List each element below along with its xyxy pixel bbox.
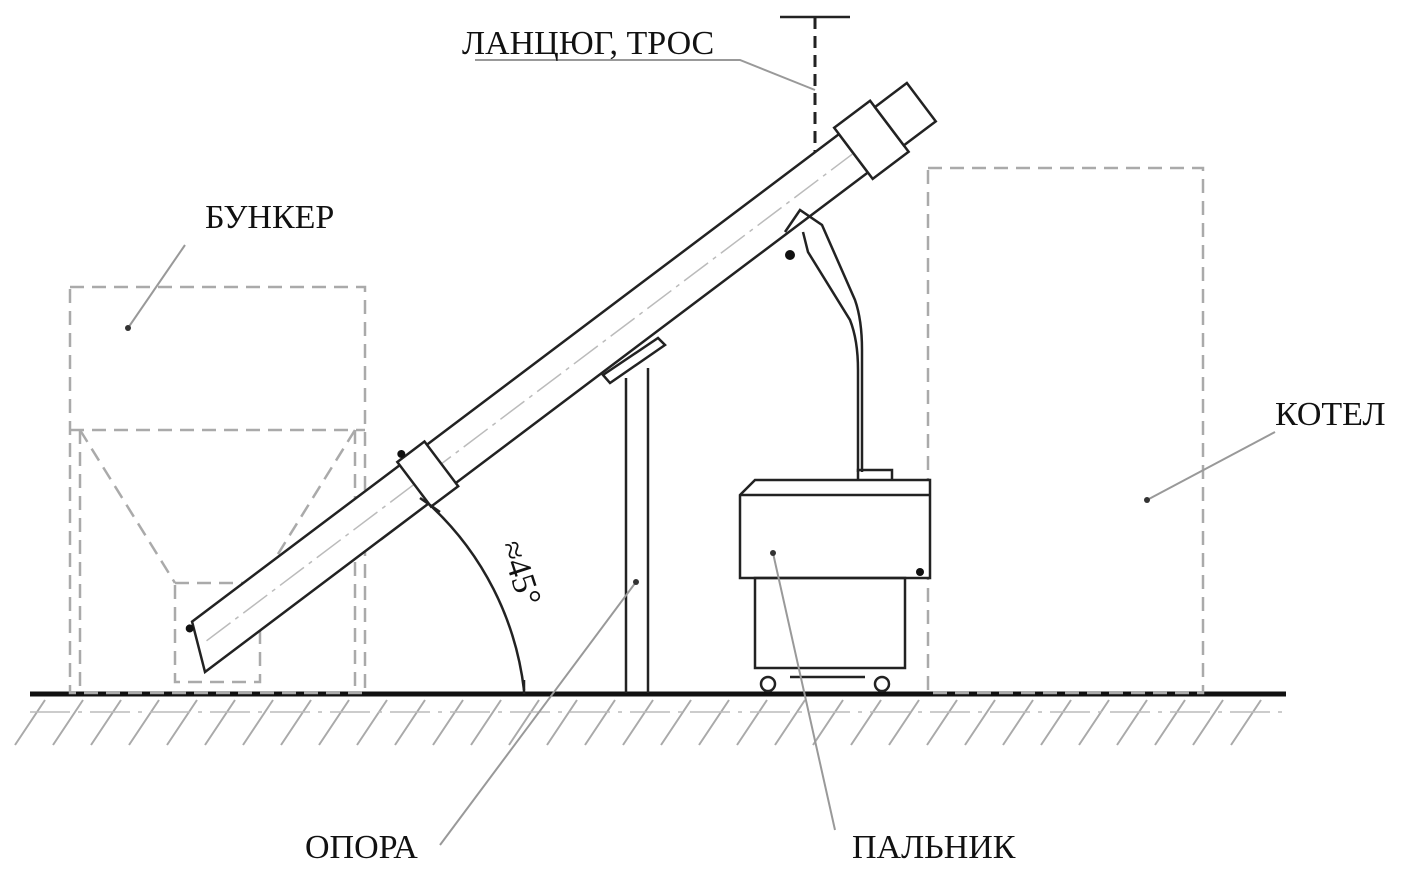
chain xyxy=(780,15,850,165)
hatch-line xyxy=(356,699,388,746)
hatch-line xyxy=(1192,699,1224,746)
hatch-line xyxy=(1040,699,1072,746)
hatch-line xyxy=(1078,699,1110,746)
boiler xyxy=(926,166,1205,695)
burner-label: ПАЛЬНИК xyxy=(852,829,1016,866)
support-label: ОПОРА xyxy=(305,829,418,866)
hatch-line xyxy=(584,699,616,746)
hatch-line xyxy=(432,699,464,746)
hatch-line xyxy=(774,699,806,746)
ground xyxy=(14,691,1286,746)
hatch-line xyxy=(1230,699,1262,746)
hatch-line xyxy=(964,699,996,746)
hatch-line xyxy=(166,699,198,746)
hatch-line xyxy=(1116,699,1148,746)
hatch-line xyxy=(280,699,312,746)
hatch-line xyxy=(470,699,502,746)
hatch-line xyxy=(204,699,236,746)
hopper-label: БУНКЕР xyxy=(205,199,334,236)
hatch-line xyxy=(52,699,84,746)
hatch-line xyxy=(394,699,426,746)
hatch-line xyxy=(926,699,958,746)
hatch-line xyxy=(318,699,350,746)
burner xyxy=(738,478,932,693)
hatch-line xyxy=(850,699,882,746)
hatch-line xyxy=(1002,699,1034,746)
boiler-label: КОТЕЛ xyxy=(1275,396,1386,433)
auger-tube xyxy=(185,81,938,675)
leader-lines xyxy=(125,59,1276,846)
hatch-line xyxy=(812,699,844,746)
hatch-line xyxy=(698,699,730,746)
feed-pipe xyxy=(783,208,894,484)
angle-dimension xyxy=(419,496,526,694)
hatch-line xyxy=(546,699,578,746)
hatch-line xyxy=(622,699,654,746)
hatch-line xyxy=(242,699,274,746)
hatch-line xyxy=(736,699,768,746)
support xyxy=(601,336,667,693)
hatch-line xyxy=(14,699,46,746)
hatch-line xyxy=(508,699,540,746)
hatch-line xyxy=(888,699,920,746)
hatch-line xyxy=(660,699,692,746)
hatch-line xyxy=(1154,699,1186,746)
hatch-line xyxy=(128,699,160,746)
chain-label: ЛАНЦЮГ, ТРОС xyxy=(462,25,714,62)
angle-label: ≈45° xyxy=(492,536,548,610)
hatch-line xyxy=(90,699,122,746)
